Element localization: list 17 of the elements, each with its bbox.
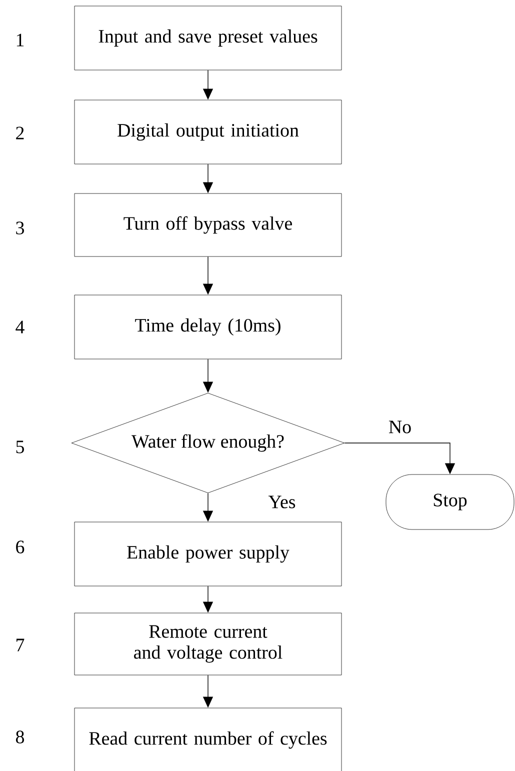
step-number: 2 bbox=[16, 126, 24, 140]
process-box: Turn off bypass valve bbox=[74, 193, 342, 257]
process-box: Time delay (10ms) bbox=[74, 294, 342, 360]
process-box: Remote current and voltage control bbox=[74, 612, 342, 676]
step-number: 8 bbox=[16, 730, 24, 744]
process-box: Enable power supply bbox=[74, 522, 342, 586]
edge-label: Yes bbox=[267, 494, 297, 510]
step-number: 6 bbox=[16, 540, 24, 554]
process-box: Digital output initiation bbox=[74, 100, 342, 164]
edge-label: No bbox=[387, 420, 413, 434]
step-number: 7 bbox=[16, 638, 24, 652]
step-number: 3 bbox=[16, 222, 24, 234]
step-number: 4 bbox=[16, 320, 24, 334]
process-box: Input and save preset values bbox=[74, 6, 342, 70]
step-number: 1 bbox=[16, 34, 24, 46]
step-number: 5 bbox=[16, 440, 24, 454]
process-box: Read current number of cycles bbox=[74, 708, 342, 771]
